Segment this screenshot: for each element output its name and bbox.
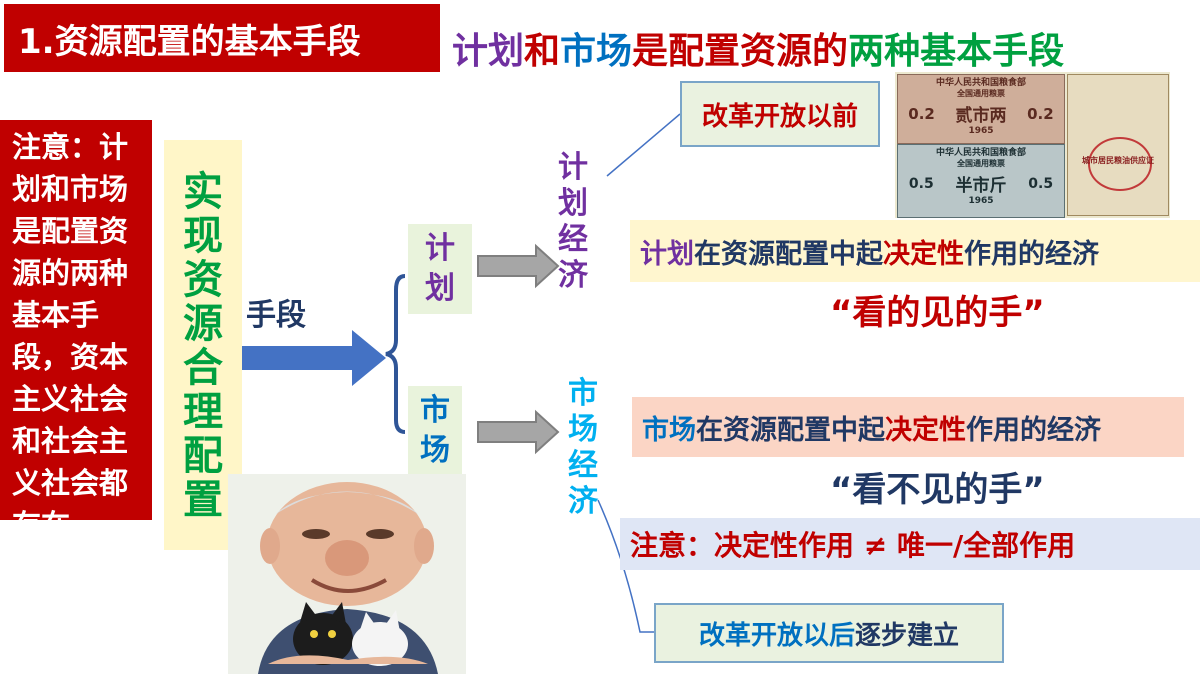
plan-economy-char: 划: [553, 186, 593, 222]
branch-market-char: 场: [408, 431, 462, 471]
branch-market-char: 市: [408, 391, 462, 431]
market-economy-char: 济: [563, 484, 603, 520]
vertical-char: 合: [164, 346, 242, 390]
coupon-right-text: 城市居民粮油供应证: [1072, 155, 1164, 166]
coupon-top-value-right: 0.2: [1027, 105, 1054, 123]
coupon-top-year: 1965: [898, 126, 1064, 136]
market-arrow: [478, 412, 558, 452]
warning-box: 注意：决定性作用 ≠ 唯一/全部作用: [620, 518, 1200, 570]
plan-economy-label: 计 划 经 济: [553, 150, 593, 294]
invisible-hand-label: “看不见的手”: [830, 462, 1045, 511]
plan-arrow: [478, 246, 558, 286]
branch-market: 市 场: [408, 386, 462, 476]
before-connector: [607, 114, 680, 176]
plan-desc-end: 作用的经济: [964, 232, 1099, 271]
plan-description: 计划在资源配置中起决定性作用的经济: [630, 220, 1200, 282]
headline-and: 和: [524, 31, 560, 72]
coupon-bottom-amount: 半市斤: [955, 171, 1006, 196]
plan-economy-char: 济: [553, 258, 593, 294]
branch-plan-char: 划: [408, 269, 472, 309]
after-reform-time: 改革开放以后: [699, 615, 855, 652]
market-desc-end: 作用的经济: [966, 408, 1101, 447]
plan-economy-char: 经: [553, 222, 593, 258]
coupon-top-value-left: 0.2: [908, 105, 935, 123]
plan-desc-subject: 计划: [640, 232, 694, 271]
ration-coupon-image: 中华人民共和国粮食部 全国通用粮票 0.2 贰市两 0.2 1965 中华人民共…: [895, 72, 1170, 218]
coupon-bottom-year: 1965: [898, 196, 1064, 206]
plan-desc-middle: 在资源配置中起: [694, 232, 883, 271]
visible-hand-label: “看的见的手”: [830, 285, 1045, 334]
market-desc-key: 决定性: [885, 408, 966, 447]
after-reform-action: 逐步建立: [855, 615, 959, 652]
headline-middle: 是配置资源的: [632, 31, 848, 72]
coupon-bottom-sub: 全国通用粮票: [898, 158, 1064, 169]
caricature-drawing: [228, 474, 466, 674]
market-desc-middle: 在资源配置中起: [696, 408, 885, 447]
coupon-right: 城市居民粮油供应证: [1067, 74, 1169, 216]
market-description: 市场在资源配置中起决定性作用的经济: [632, 397, 1184, 457]
market-economy-label: 市 场 经 济: [563, 376, 603, 520]
after-reform-box: 改革开放以后逐步建立: [654, 603, 1004, 663]
plan-economy-char: 计: [553, 150, 593, 186]
headline-market: 市场: [560, 31, 632, 72]
branch-plan: 计 划: [408, 224, 472, 314]
brace: [386, 276, 405, 432]
coupon-bottom-value-left: 0.5: [909, 176, 934, 192]
vertical-char: 配: [164, 434, 242, 478]
vertical-char: 现: [164, 214, 242, 258]
market-desc-subject: 市场: [642, 408, 696, 447]
coupon-bottom-header: 中华人民共和国粮食部: [898, 145, 1064, 158]
branch-plan-char: 计: [408, 229, 472, 269]
market-economy-char: 场: [563, 412, 603, 448]
vertical-char: 理: [164, 390, 242, 434]
coupon-top: 中华人民共和国粮食部 全国通用粮票 0.2 贰市两 0.2 1965: [897, 74, 1065, 144]
plan-desc-key: 决定性: [883, 232, 964, 271]
caricature-portrait-image: [228, 474, 466, 674]
market-economy-char: 市: [563, 376, 603, 412]
coupon-bottom: 中华人民共和国粮食部 全国通用粮票 0.5 半市斤 0.5 1965: [897, 144, 1065, 218]
market-economy-char: 经: [563, 448, 603, 484]
headline-plan: 计划: [452, 31, 524, 72]
coupon-top-sub: 全国通用粮票: [898, 88, 1064, 99]
headline: 计划和市场是配置资源的两种基本手段: [452, 22, 1064, 74]
means-label: 手段: [246, 290, 306, 334]
headline-end: 两种基本手段: [848, 31, 1064, 72]
vertical-char: 实: [164, 170, 242, 214]
vertical-char: 源: [164, 302, 242, 346]
vertical-char: 资: [164, 258, 242, 302]
coupon-bottom-value-right: 0.5: [1028, 176, 1053, 192]
before-reform-box: 改革开放以前: [680, 81, 880, 147]
coupon-top-header: 中华人民共和国粮食部: [898, 75, 1064, 88]
coupon-top-amount: 贰市两: [955, 101, 1006, 126]
note-box: 注意：计划和市场是配置资源的两种基本手段，资本主义社会和社会主义社会都存在: [0, 120, 152, 520]
main-arrow: [234, 330, 386, 386]
section-title: 1.资源配置的基本手段: [4, 4, 440, 72]
